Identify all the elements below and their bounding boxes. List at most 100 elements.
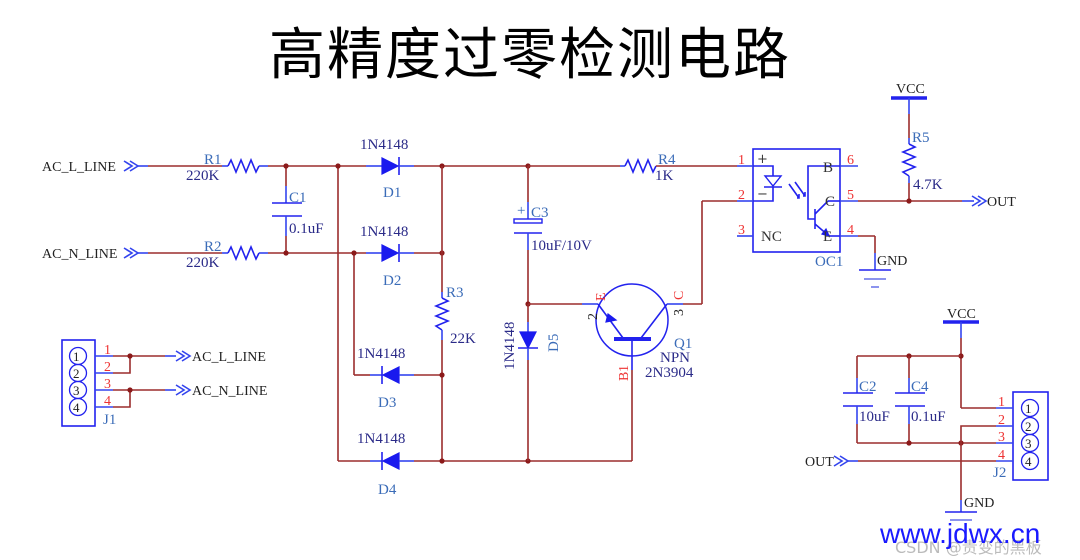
resistor-r5: R5 4.7K bbox=[900, 130, 943, 193]
diode-icon bbox=[381, 452, 400, 470]
r3-value: 22K bbox=[450, 331, 476, 347]
capacitor-c2: C2 10uF bbox=[843, 356, 890, 443]
diode-d4: 1N4148 D4 bbox=[357, 431, 414, 498]
net-port-ac-l-j1: AC_L_LINE bbox=[165, 350, 266, 365]
diode-d3: 1N4148 D3 bbox=[357, 346, 414, 411]
out-label-bottom: OUT bbox=[805, 455, 834, 470]
j2-pin-1: 1 bbox=[998, 395, 1005, 410]
port-arrow-icon bbox=[833, 455, 850, 467]
net-label-ac-n: AC_N_LINE bbox=[42, 247, 117, 262]
resistor-r1: R1 220K bbox=[186, 152, 268, 184]
gnd-label: GND bbox=[877, 254, 907, 269]
net-port-ac-n-input: AC_N_LINE bbox=[42, 247, 148, 262]
port-arrow-icon bbox=[123, 160, 140, 172]
r4-ref: R4 bbox=[658, 152, 676, 168]
resistor-r2: R2 220K bbox=[186, 239, 268, 271]
oc1-plus: + bbox=[757, 152, 768, 167]
led-icon bbox=[763, 175, 783, 188]
q1-pin-b: B bbox=[617, 372, 632, 381]
q1-type: NPN bbox=[660, 350, 690, 366]
r3-ref: R3 bbox=[446, 285, 464, 301]
diode-icon bbox=[381, 366, 400, 384]
oc1-b: B bbox=[823, 160, 833, 176]
net-port-ac-n-j1: AC_N_LINE bbox=[165, 384, 267, 399]
r2-ref: R2 bbox=[204, 239, 222, 255]
r1-ref: R1 bbox=[204, 152, 222, 168]
resistor-r3: R3 22K bbox=[433, 285, 476, 347]
diode-d5: 1N4148 D5 bbox=[502, 322, 562, 370]
oc1-ref: OC1 bbox=[815, 254, 843, 270]
vcc-label: VCC bbox=[896, 82, 925, 97]
j1-pin-1: 1 bbox=[104, 343, 111, 358]
r5-value: 4.7K bbox=[913, 177, 943, 193]
q1-ref: Q1 bbox=[674, 336, 692, 352]
j2-pin-3: 3 bbox=[998, 430, 1005, 445]
oc1-pin-1: 1 bbox=[738, 153, 745, 168]
d5-ref: D5 bbox=[546, 334, 562, 352]
oc1-minus: − bbox=[757, 187, 768, 202]
port-arrow-icon bbox=[971, 195, 988, 207]
connector-j1: 1 2 3 4 1 2 3 4 J1 bbox=[61, 339, 116, 428]
d1-value: 1N4148 bbox=[360, 137, 408, 153]
site-watermark: www.jdwx.cn bbox=[879, 518, 1040, 549]
j1-pin-2: 2 bbox=[104, 360, 111, 375]
net-label-ac-n-j1: AC_N_LINE bbox=[192, 384, 267, 399]
q1-pin-e-no: 2 bbox=[586, 313, 601, 320]
q1-pin-c-no: 3 bbox=[672, 309, 687, 316]
c3-plus: + bbox=[517, 203, 525, 219]
schematic-title: 高精度过零检测电路 bbox=[269, 23, 791, 88]
gnd-label-bottom: GND bbox=[964, 496, 994, 511]
net-label-ac-l: AC_L_LINE bbox=[42, 160, 116, 175]
j2-circle-3: 3 bbox=[1025, 436, 1032, 451]
j1-pin-3: 3 bbox=[104, 377, 111, 392]
capacitor-c4: C4 0.1uF bbox=[895, 356, 946, 443]
optocoupler-oc1: 1 2 3 6 5 4 + − NC B C E OC1 bbox=[737, 148, 858, 270]
port-arrow-icon bbox=[175, 384, 192, 396]
port-arrow-icon bbox=[175, 350, 192, 362]
resistor-icon bbox=[433, 297, 451, 331]
c3-ref: C3 bbox=[531, 205, 549, 221]
resistor-icon bbox=[227, 157, 260, 175]
q1-pin-c: C bbox=[672, 291, 687, 300]
light-emission-icon bbox=[788, 181, 806, 199]
vcc-symbol-top: VCC bbox=[891, 82, 927, 114]
c2-value: 10uF bbox=[859, 409, 890, 425]
oc1-c: C bbox=[825, 194, 835, 210]
diode-d1: 1N4148 D1 bbox=[360, 137, 414, 201]
capacitor-c3: + C3 10uF/10V bbox=[513, 202, 592, 254]
j2-pin-4: 4 bbox=[998, 448, 1005, 463]
j1-circle-3: 3 bbox=[73, 383, 80, 398]
j2-pin-2: 2 bbox=[998, 413, 1005, 428]
vcc-symbol-bottom: VCC bbox=[943, 307, 979, 338]
net-label-ac-l-j1: AC_L_LINE bbox=[192, 350, 266, 365]
r4-value: 1K bbox=[655, 168, 674, 184]
c2-ref: C2 bbox=[859, 379, 877, 395]
c1-ref: C1 bbox=[289, 190, 307, 206]
out-label-top: OUT bbox=[987, 195, 1016, 210]
connector-j2: 1 2 3 4 1 2 3 4 J2 bbox=[993, 391, 1049, 481]
j1-pin-4: 4 bbox=[104, 394, 111, 409]
j1-circle-4: 4 bbox=[73, 400, 80, 415]
oc1-pin-2: 2 bbox=[738, 188, 745, 203]
d3-ref: D3 bbox=[378, 395, 396, 411]
vcc-label-bottom: VCC bbox=[947, 307, 976, 322]
q1-pin-b-no: 1 bbox=[617, 365, 632, 372]
oc1-nc: NC bbox=[761, 229, 782, 245]
r2-value: 220K bbox=[186, 255, 220, 271]
resistor-icon bbox=[227, 244, 260, 262]
diode-icon bbox=[381, 244, 400, 262]
j2-ref: J2 bbox=[993, 465, 1006, 481]
net-port-out-bottom: OUT bbox=[805, 455, 858, 470]
r5-ref: R5 bbox=[912, 130, 930, 146]
resistor-icon bbox=[900, 143, 918, 177]
oc1-pin-6: 6 bbox=[847, 153, 854, 168]
connector-icon bbox=[1012, 391, 1049, 481]
net-port-ac-l-input: AC_L_LINE bbox=[42, 160, 148, 175]
c1-value: 0.1uF bbox=[289, 221, 324, 237]
j2-circle-1: 1 bbox=[1025, 401, 1032, 416]
oc1-pin-5: 5 bbox=[847, 188, 854, 203]
connector-icon bbox=[61, 339, 96, 427]
oc1-e: E bbox=[823, 229, 832, 245]
j1-circle-1: 1 bbox=[73, 349, 80, 364]
